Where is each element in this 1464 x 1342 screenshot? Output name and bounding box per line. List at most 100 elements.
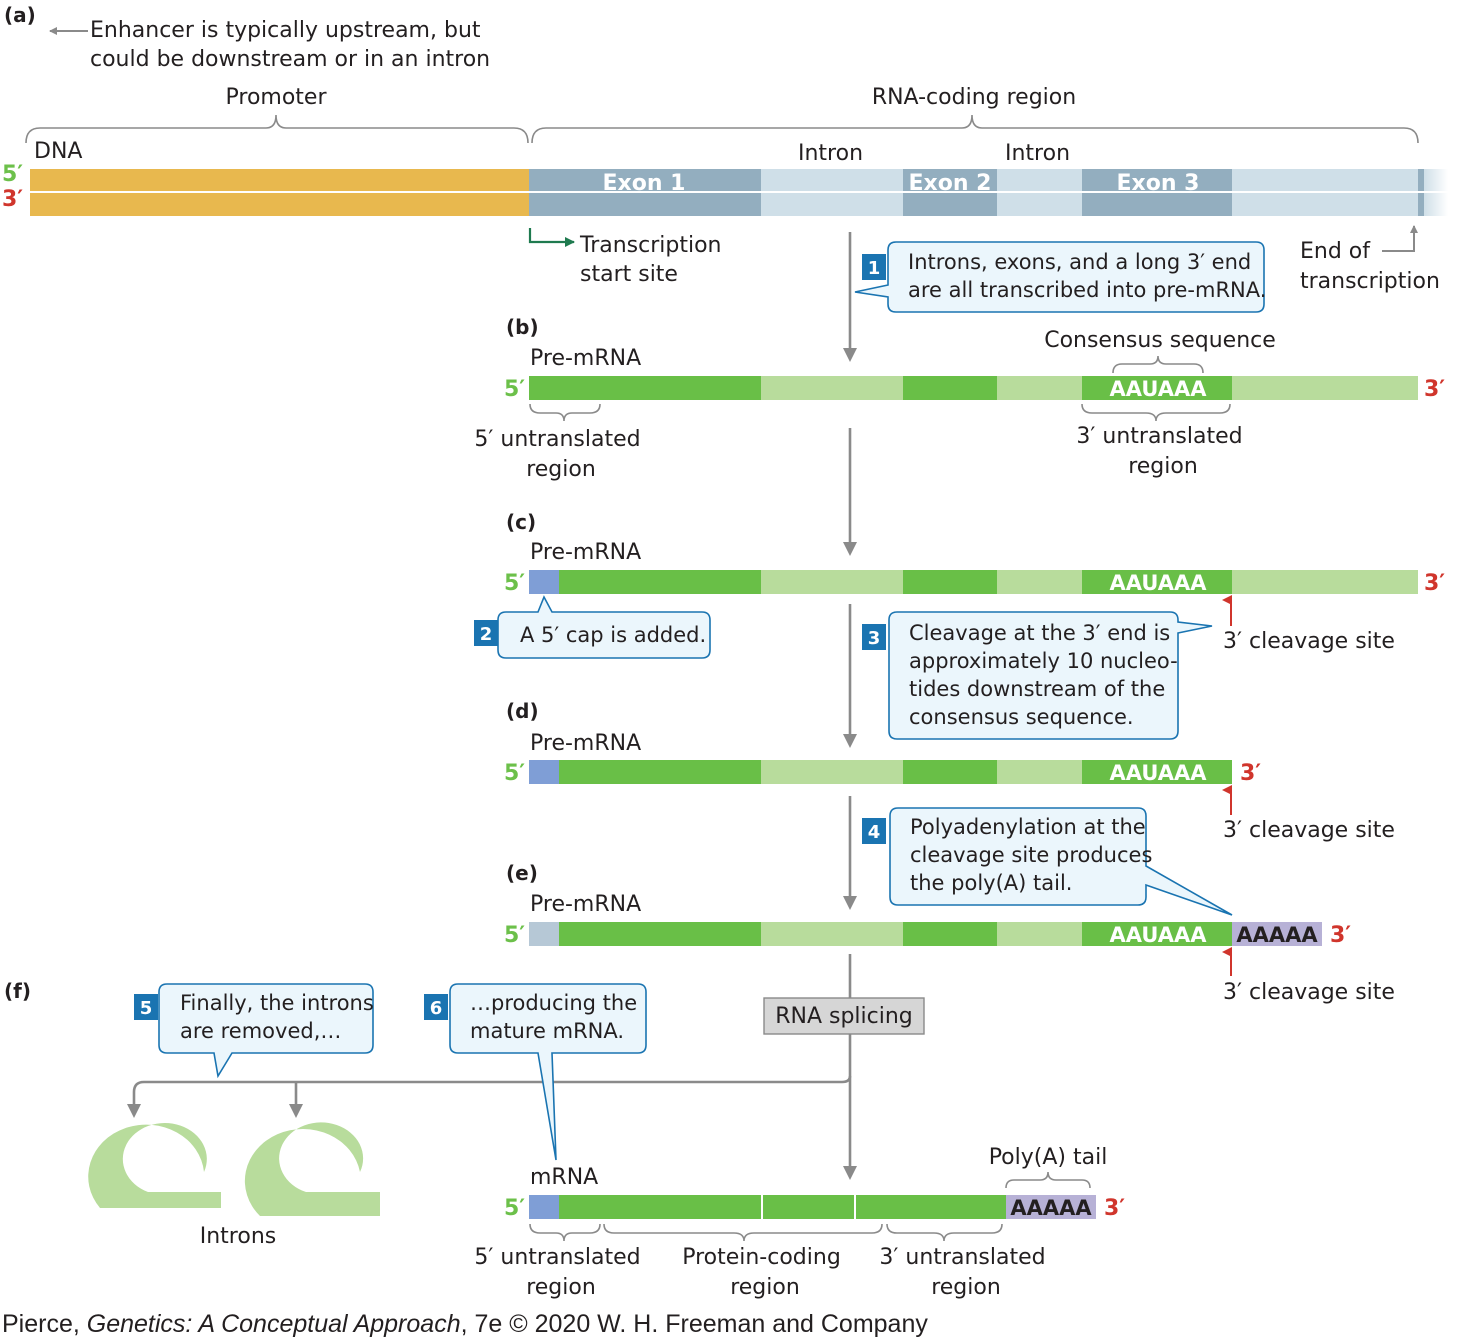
- step2-text: A 5′ cap is added.: [520, 623, 706, 647]
- poly-a-tail-label: Poly(A) tail: [989, 1145, 1108, 1170]
- poly-a-seq-f: AAAAA: [1010, 1196, 1092, 1220]
- step5-text: Finally, the introns are removed,…: [180, 991, 381, 1043]
- step1-number: 1: [868, 258, 881, 279]
- step1-callout: 1 Introns, exons, and a long 3′ end are …: [854, 241, 1266, 313]
- consensus-seq-c: AAUAAA: [1109, 571, 1207, 595]
- step6-callout: 6 …producing the mature mRNA.: [424, 983, 647, 1161]
- utr5-label-f: 5′ untranslated region: [474, 1245, 647, 1300]
- step1-number-box: [862, 254, 886, 280]
- poly-a-seq-e: AAAAA: [1236, 923, 1318, 947]
- pre-mrna-label-d: Pre-mRNA: [530, 731, 641, 756]
- exon1-f: [559, 1195, 761, 1219]
- cap-f: [529, 1195, 559, 1219]
- step2-number: 2: [480, 624, 493, 645]
- cap-e: [529, 922, 559, 946]
- poly-a-tail-brace: [1005, 1171, 1091, 1189]
- end-transcription-arrow: [1382, 225, 1418, 252]
- intron-lariat-2: [244, 1122, 380, 1216]
- enhancer-note: Enhancer is typically upstream, but coul…: [90, 18, 490, 72]
- pre-mrna-e: [529, 922, 1322, 946]
- step3-text: Cleavage at the 3′ end is approximately …: [909, 621, 1184, 729]
- five-prime-f: 5′: [504, 1196, 525, 1221]
- end-transcription-label: End of transcription: [1300, 239, 1440, 294]
- exon3-label: Exon 3: [1117, 171, 1200, 196]
- mature-mrna: [529, 1195, 1096, 1219]
- cap-c: [529, 570, 559, 594]
- dna-five-prime: 5′: [2, 162, 23, 187]
- pre-mrna-label-b: Pre-mRNA: [530, 346, 641, 371]
- panel-c-label: (c): [506, 510, 536, 534]
- exon2-label: Exon 2: [909, 171, 992, 196]
- step2-number-box: [474, 620, 498, 646]
- step6-text: …producing the mature mRNA.: [470, 991, 644, 1043]
- poly-a-tail-f: [1006, 1195, 1096, 1219]
- three-prime-d: 3′: [1240, 761, 1261, 786]
- pre-mrna-b: [529, 376, 1418, 400]
- step3-callout: 3 Cleavage at the 3′ end is approximatel…: [862, 611, 1213, 740]
- protein-coding-label: Protein-coding region: [682, 1245, 848, 1300]
- three-prime-c: 3′: [1424, 571, 1445, 596]
- promoter-brace: [25, 114, 529, 144]
- tss-arrow: [528, 228, 575, 247]
- rna-splicing-box: [763, 997, 925, 1035]
- exon1-label: Exon 1: [603, 171, 686, 196]
- pre-mrna-c: [529, 570, 1418, 594]
- step3-number: 3: [868, 628, 881, 649]
- five-prime-b: 5′: [504, 377, 525, 402]
- consensus-brace: [1112, 355, 1204, 374]
- step5-callout: 5 Finally, the introns are removed,…: [134, 983, 381, 1079]
- consensus-label: Consensus sequence: [1044, 328, 1276, 353]
- step4-number: 4: [868, 822, 881, 843]
- promoter-label: Promoter: [226, 85, 328, 110]
- step6-number: 6: [430, 998, 443, 1019]
- panel-e-label: (e): [506, 861, 538, 885]
- exon2-f: [763, 1195, 854, 1219]
- intron-label-2: Intron: [1005, 141, 1070, 166]
- step1-text: Introns, exons, and a long 3′ end are al…: [908, 250, 1266, 302]
- step4-text: Polyadenylation at the cleavage site pro…: [910, 815, 1159, 895]
- cleavage-site-d: 3′ cleavage site: [1223, 818, 1395, 843]
- utr5-brace-b: [529, 403, 601, 422]
- step3-number-box: [862, 624, 886, 650]
- consensus-seq-e: AAUAAA: [1109, 923, 1207, 947]
- panel-a-label: (a): [4, 3, 36, 27]
- tss-label: Transcription start site: [579, 233, 729, 287]
- introns-label: Introns: [200, 1224, 276, 1249]
- step4-number-box: [862, 818, 886, 844]
- three-prime-f: 3′: [1104, 1196, 1125, 1221]
- five-prime-d: 5′: [504, 761, 525, 786]
- utr5-brace-f: [529, 1223, 601, 1242]
- step6-number-box: [424, 994, 448, 1020]
- dna-strand: [30, 169, 1448, 216]
- three-prime-b: 3′: [1424, 377, 1445, 402]
- panel-f-label: (f): [4, 979, 31, 1003]
- step5-number-box: [134, 994, 158, 1020]
- step5-number: 5: [140, 998, 153, 1019]
- pre-mrna-label-c: Pre-mRNA: [530, 540, 641, 565]
- rna-coding-region-label: RNA-coding region: [872, 85, 1076, 110]
- dna-three-prime: 3′: [2, 187, 23, 212]
- cleavage-site-c: 3′ cleavage site: [1223, 629, 1395, 654]
- utr3-brace-f: [886, 1223, 1003, 1242]
- citation: Pierce, Genetics: A Conceptual Approach,…: [2, 1310, 928, 1338]
- five-prime-c: 5′: [504, 571, 525, 596]
- cleavage-site-e: 3′ cleavage site: [1223, 980, 1395, 1005]
- consensus-seq-b: AAUAAA: [1109, 377, 1207, 401]
- cap-d: [529, 760, 559, 784]
- three-prime-e: 3′: [1330, 923, 1351, 948]
- intron-lariat-1: [88, 1123, 221, 1208]
- exon3-f: [856, 1195, 1006, 1219]
- panel-b-label: (b): [506, 315, 539, 339]
- utr3-brace-b: [1081, 403, 1231, 422]
- five-prime-e: 5′: [504, 923, 525, 948]
- step2-callout: 2 A 5′ cap is added.: [474, 595, 711, 659]
- utr3-label-b: 3′ untranslated region: [1076, 424, 1249, 479]
- step4-callout: 4 Polyadenylation at the cleavage site p…: [862, 807, 1233, 916]
- protein-coding-brace: [603, 1223, 883, 1242]
- utr5-label-b: 5′ untranslated region: [474, 427, 647, 482]
- mrna-label: mRNA: [530, 1165, 598, 1190]
- intron-label-1: Intron: [798, 141, 863, 166]
- pre-mrna-label-e: Pre-mRNA: [530, 892, 641, 917]
- rna-splicing-label: RNA splicing: [775, 1004, 913, 1029]
